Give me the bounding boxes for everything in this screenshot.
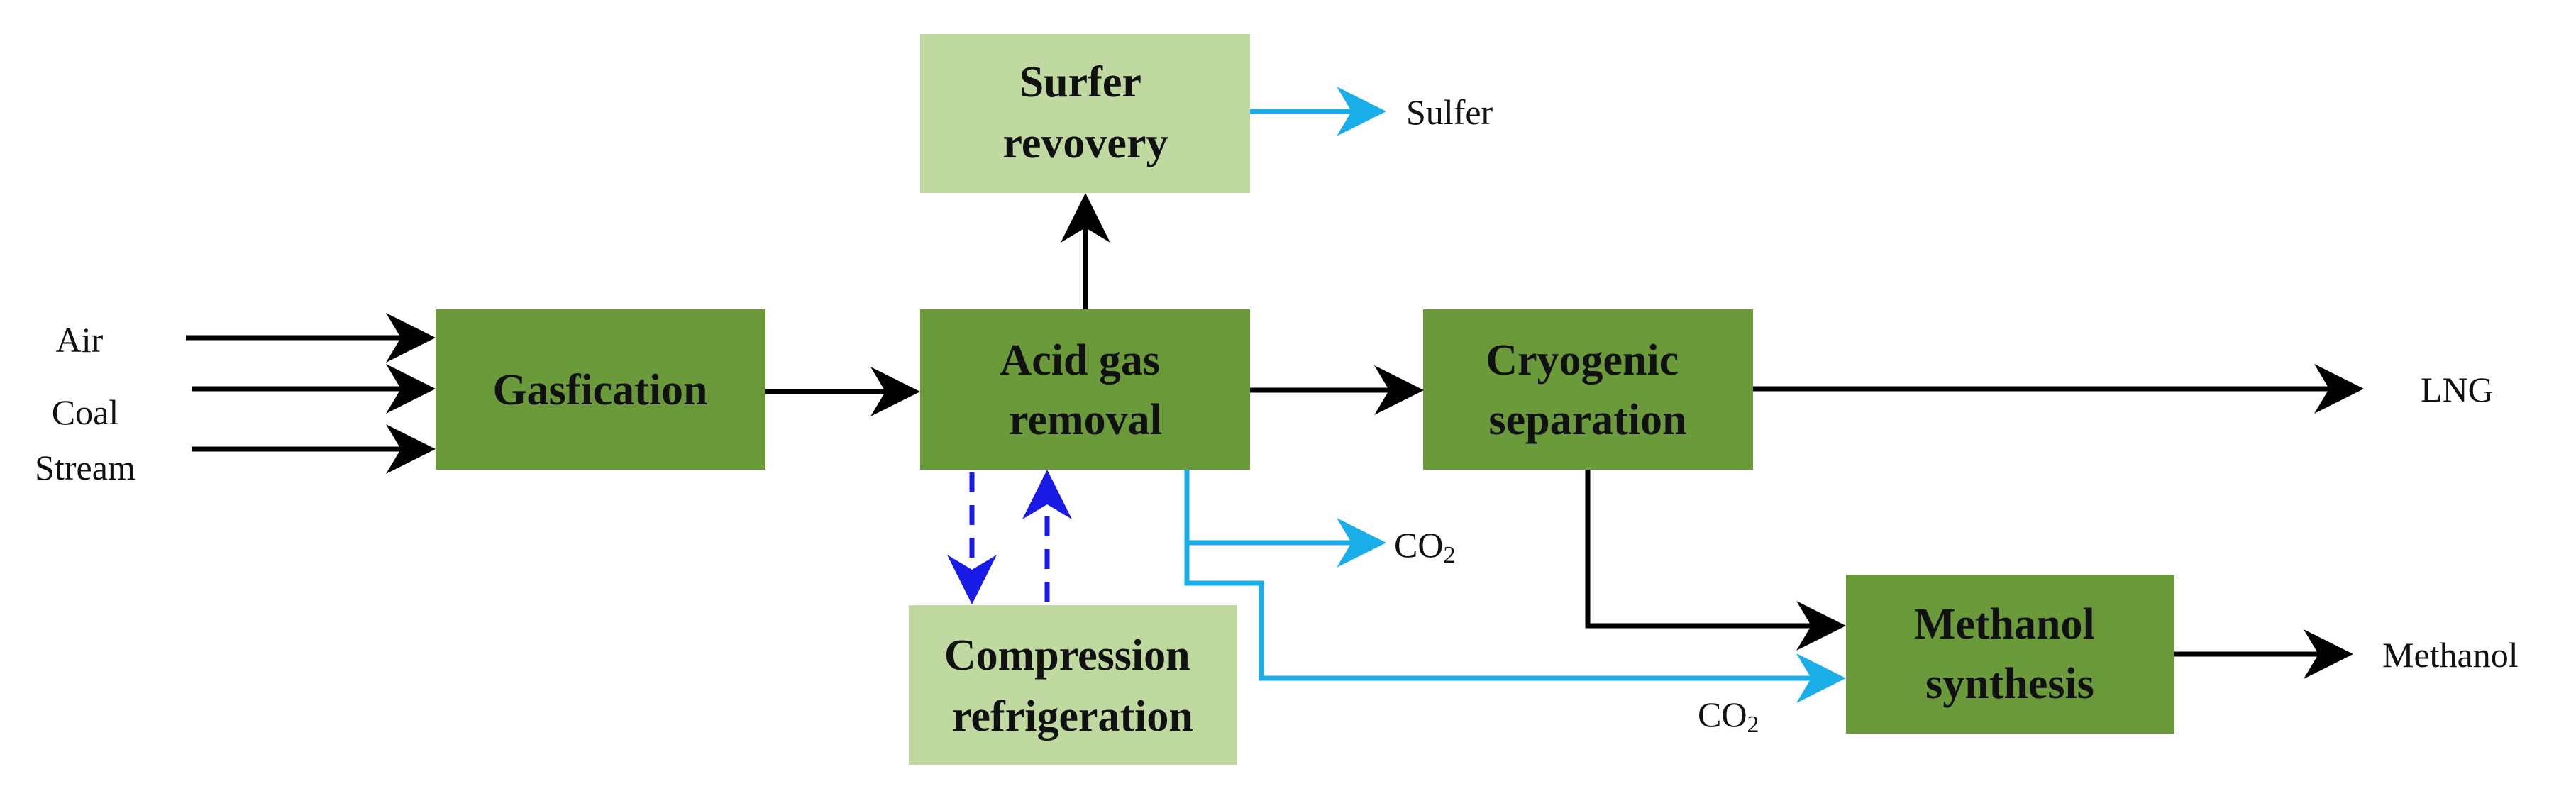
cryogenic-separation-box: Cryogenic separation [1423,309,1753,470]
co2-methanol-label-main: CO [1698,695,1747,734]
acid-gas-removal-label: Acid gas removal [1000,336,1171,444]
cryogenic-separation-label: Cryogenic separation [1486,336,1690,444]
gasification-label: Gasfication [492,366,707,414]
co2-to-methanol-arrow [1184,543,1846,703]
stream-label: Stream [35,448,136,487]
sulfur-recovery-label: Surfer revovery [1003,58,1168,167]
co2-out-label-main: CO [1394,525,1443,565]
gasification-box-shape [436,309,765,470]
co2-out-label-subscript: 2 [1443,542,1455,568]
co2-out-arrow [1184,470,1386,568]
co2-methanol-label-subscript: 2 [1747,712,1759,738]
acid-gas-removal-box: Acid gas removal [920,309,1250,470]
co2-out-label: CO2 [1394,525,1455,568]
sulfur-recovery-box-shape [920,34,1250,193]
co2-methanol-label: CO2 [1698,695,1759,738]
compression-refrigeration-label: Compression refrigeration [944,631,1201,741]
acid-gas-removal-box-shape [920,309,1250,470]
sulfur-recovery-box: Surfer revovery [920,34,1250,193]
methanol-synthesis-label: Methanol synthesis [1914,600,2106,708]
compression-refrigeration-box: Compression refrigeration [909,605,1237,765]
gasification-box: Gasfication [436,309,765,470]
methanol-synthesis-box-shape [1846,575,2174,734]
air-label: Air [56,320,104,360]
cryogenic-separation-box-shape [1423,309,1753,470]
lng-label: LNG [2421,370,2494,409]
coal-label: Coal [52,392,118,432]
sulfer-label: Sulfer [1406,92,1493,132]
methanol-synthesis-box: Methanol synthesis [1846,575,2174,734]
cryogenic-to-methanol-arrow [1585,470,1846,651]
methanol-label: Methanol [2382,635,2519,675]
compression-refrigeration-box-shape [909,605,1237,765]
